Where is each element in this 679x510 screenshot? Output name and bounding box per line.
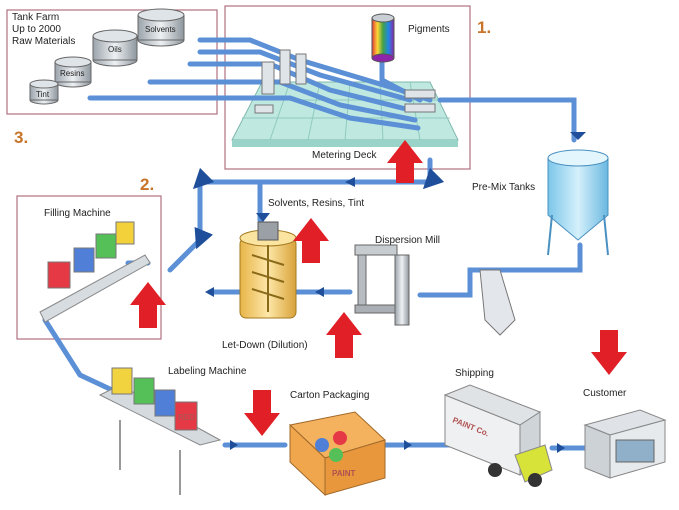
tank-farm-title: Tank Farm Up to 2000 Raw Materials [12, 12, 75, 48]
step-number-2: 2. [140, 175, 155, 194]
box-text: PAINT [332, 469, 356, 478]
metering-deck-label: Metering Deck [312, 150, 377, 161]
solvents-resins-tint-label: Solvents, Resins, Tint [268, 198, 365, 209]
pigments-label: Pigments [408, 24, 450, 35]
tank-farm-tanks: Solvents Oils Resins Tint [29, 8, 185, 105]
customer-label: Customer [583, 388, 627, 399]
labeling-machine: RED [98, 367, 222, 495]
filling-machine-label: Filling Machine [44, 208, 111, 219]
tank-oils-label: Oils [108, 45, 122, 54]
customer-store [583, 409, 667, 479]
step-number-1: 1. [477, 18, 492, 37]
tank-farm-line2: Up to 2000 [12, 24, 61, 35]
step-number-3: 3. [14, 128, 29, 147]
flow-arrowheads [205, 132, 586, 453]
metering-valves [254, 49, 436, 114]
let-down-label: Let-Down (Dilution) [222, 340, 308, 351]
shipping-label: Shipping [455, 368, 494, 379]
let-down-tank [239, 221, 297, 319]
tank-solvents-label: Solvents [145, 25, 176, 34]
shipping-truck: PAINT Co. [443, 384, 553, 487]
pigments-tank [371, 13, 395, 63]
filling-frame [16, 195, 162, 340]
tank-tint-label: Tint [36, 90, 50, 99]
tank-resins-label: Resins [60, 69, 84, 78]
red-arrows [130, 140, 627, 436]
carton-box: PAINT [288, 411, 386, 497]
pre-mix-tank [547, 149, 609, 256]
tank-farm-line3: Raw Materials [12, 36, 76, 47]
carton-packaging-label: Carton Packaging [290, 390, 370, 401]
pre-mix-tanks-label: Pre-Mix Tanks [472, 182, 536, 193]
dispersion-mill [354, 244, 516, 336]
can-label: RED [178, 413, 195, 422]
labeling-machine-label: Labeling Machine [168, 366, 247, 377]
filling-machine [39, 221, 151, 323]
dispersion-mill-label: Dispersion Mill [375, 235, 441, 246]
tank-farm-line1: Tank Farm [12, 12, 60, 23]
